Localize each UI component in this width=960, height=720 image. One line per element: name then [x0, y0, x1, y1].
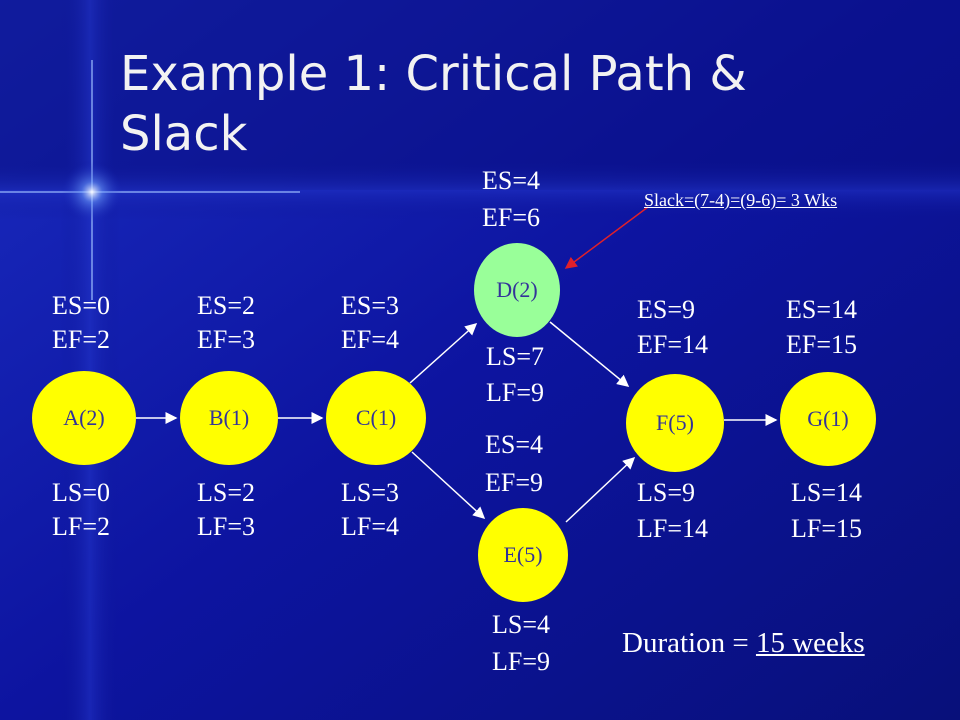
- node-c-ef: EF=4: [341, 325, 400, 354]
- activity-node-c: C(1): [326, 371, 426, 465]
- node-b-es: ES=2: [197, 291, 256, 320]
- node-d-lf: LF=9: [486, 378, 545, 407]
- node-c-lf: LF=4: [341, 512, 400, 541]
- node-e-lf: LF=9: [492, 647, 551, 676]
- node-e-ef: EF=9: [485, 468, 544, 497]
- slack-pointer-arrow: [564, 206, 649, 269]
- node-e-ls: LS=4: [492, 610, 551, 639]
- activity-node-b: B(1): [180, 371, 278, 465]
- node-b-lf: LF=3: [197, 512, 256, 541]
- node-f-ls: LS=9: [637, 478, 696, 507]
- edge-d-f: [549, 321, 630, 387]
- node-a-es: ES=0: [52, 291, 111, 320]
- slide-title: Example 1: Critical Path & Slack: [120, 46, 747, 162]
- node-b-ls: LS=2: [197, 478, 256, 507]
- activity-node-a: A(2): [32, 371, 136, 465]
- activity-node-d: D(2): [474, 243, 560, 337]
- duration-value: 15 weeks: [755, 627, 865, 659]
- slack-note: Slack=(7-4)=(9-6)= 3 Wks: [644, 190, 838, 210]
- node-d-ef: EF=6: [482, 203, 541, 232]
- node-f-es: ES=9: [637, 295, 696, 324]
- edge-e-f: [565, 456, 636, 523]
- activity-node-g: G(1): [780, 372, 876, 466]
- node-g-lf: LF=15: [791, 514, 863, 543]
- duration-prefix: Duration =: [622, 627, 756, 659]
- node-g-es: ES=14: [786, 295, 858, 324]
- node-g-ls: LS=14: [791, 478, 863, 507]
- duration-summary: Duration = 15 weeks: [622, 627, 865, 660]
- node-f-lf: LF=14: [637, 514, 709, 543]
- node-c-ls: LS=3: [341, 478, 400, 507]
- activity-node-e: E(5): [478, 508, 568, 602]
- node-d-ls: LS=7: [486, 342, 545, 371]
- node-a-ef: EF=2: [52, 325, 111, 354]
- node-a-lf: LF=2: [52, 512, 111, 541]
- node-d-es: ES=4: [482, 166, 541, 195]
- node-e-es: ES=4: [485, 430, 544, 459]
- node-a-ls: LS=0: [52, 478, 111, 507]
- edge-c-e: [411, 451, 486, 520]
- activity-node-f: F(5): [626, 374, 724, 472]
- node-c-es: ES=3: [341, 291, 400, 320]
- node-b-ef: EF=3: [197, 325, 256, 354]
- node-g-ef: EF=15: [786, 330, 858, 359]
- edge-c-d: [409, 323, 478, 384]
- node-f-ef: EF=14: [637, 330, 709, 359]
